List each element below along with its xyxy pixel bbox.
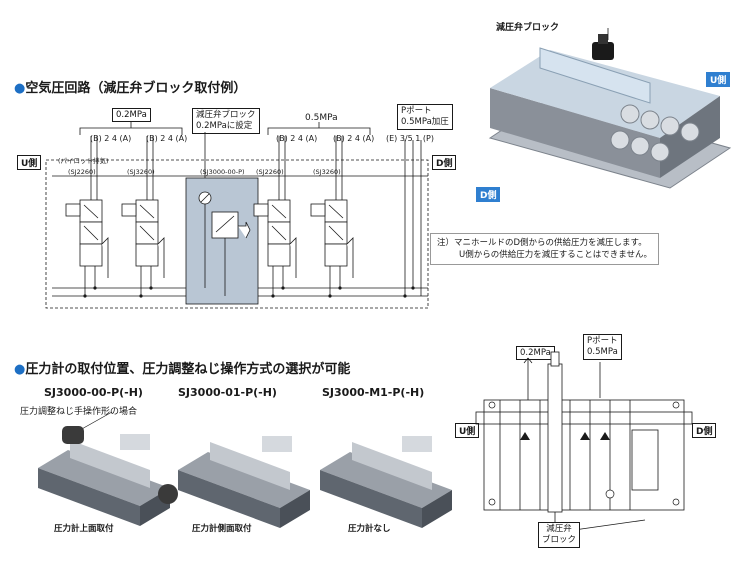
manual-adjust-note: 圧力調整ねじ手操作形の場合 [20,407,138,417]
block-illustration-no-gauge [320,436,452,528]
valve3-model: (SJ2260) [256,168,284,176]
side-d-label: D側 [432,155,457,170]
model-m1: SJ3000-M1-P(-H) [322,386,425,399]
label-pport-name: Pポート [401,106,432,116]
regulator-model: (SJ3000-00-P) [200,168,245,176]
valve1-model: (SJ2260) [68,168,96,176]
model-00: SJ3000-00-P(-H) [44,386,143,399]
side-u-label: U側 [17,155,42,170]
valve-symbol-3 [253,136,297,296]
front-regulator-label-1: 減圧弁 [546,524,572,534]
caption-no-gauge: 圧力計なし [348,524,391,534]
top-label-02mpa: 0.2MPa [516,346,555,360]
caption-side-gauge: 圧力計側面取付 [192,524,252,534]
ports-valve4: (B) 2 4 (A) [333,134,375,143]
label-block-name: 減圧弁ブロック [196,110,256,120]
bullet-icon: ● [14,81,26,96]
model-01: SJ3000-01-P(-H) [178,386,277,399]
top-label-pport-pressure: 0.5MPa [587,347,618,357]
valve-symbol-4 [310,136,354,296]
section2-title: ●圧力計の取付位置、圧力調整ねじ操作方式の選択が可能 [14,362,351,377]
front-regulator-label: 減圧弁 ブロック [538,522,581,548]
pilot-exhaust-label: (パイロット排気) [58,157,109,165]
caption-top-gauge: 圧力計上面取付 [54,524,114,534]
label-05mpa: 0.5MPa [305,113,338,123]
top-label-pport: Pポート 0.5MPa [583,334,622,360]
ports-valve1: (B) 2 4 (A) [90,134,132,143]
valve2-model: (SJ3260) [127,168,155,176]
front-u-side: U側 [455,423,480,438]
manifold-photo [488,28,732,189]
front-d-side: D側 [692,423,717,438]
ports-exhaust-supply: (E) 3/5 1 (P) [386,134,434,143]
block-illustration-side-gauge [158,436,310,528]
front-regulator-label-2: ブロック [542,535,577,545]
note-line-2: U側からの供給圧力を減圧することはできません。 [459,250,652,260]
label-pport: Pポート 0.5MPa加圧 [397,104,453,130]
photo-block-label: 減圧弁ブロック [496,23,560,33]
ports-valve2: (B) 2 4 (A) [146,134,188,143]
top-label-pport-name: Pポート [587,336,618,346]
photo-u-side: U側 [706,72,731,87]
regulator-symbol [198,191,251,296]
note-line-1: 注）マニホールドのD側からの供給圧力を減圧します。 [437,238,647,248]
valve4-model: (SJ3260) [313,168,341,176]
label-regulator-block: 減圧弁ブロック 0.2MPaに設定 [192,108,260,134]
section1-title: ●空気圧回路（減圧弁ブロック取付例） [14,81,247,96]
regulator-block-area [185,177,259,305]
valve-symbol-2 [121,136,165,296]
valve-symbol-1 [65,136,109,296]
ports-valve3: (B) 2 4 (A) [276,134,318,143]
photo-d-side: D側 [476,187,501,202]
label-pport-pressure: 0.5MPa加圧 [401,117,449,127]
label-block-setting: 0.2MPaに設定 [196,121,253,131]
bullet-icon: ● [14,362,26,377]
circuit-note: 注）マニホールドのD側からの供給圧力を減圧します。 U側からの供給圧力を減圧する… [430,233,659,265]
label-02mpa: 0.2MPa [112,108,151,122]
